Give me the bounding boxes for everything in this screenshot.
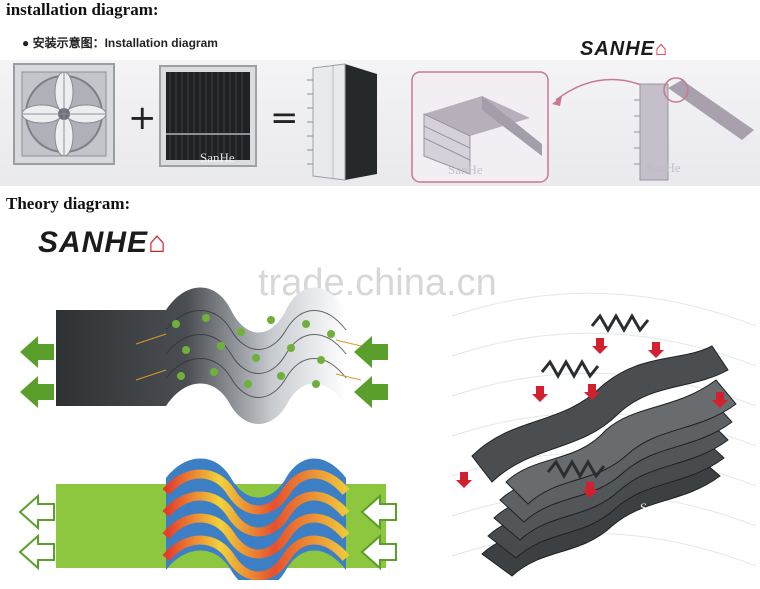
exhaust-fan-illustration [13,63,115,165]
sanhe-watermark-3: SanHe [646,160,681,175]
unit-side-view-illustration [634,77,754,181]
logo-text: SANHE [580,38,656,60]
sanhe-watermark-1: SanHe [200,150,235,165]
airflow-arrows-outline [18,493,397,571]
detail-zoom-box [411,71,549,183]
equals-symbol: = [270,98,299,138]
installation-band [0,60,760,186]
sanhe-watermark-4: SanHe [640,500,675,515]
water-flow-arrows [456,338,728,498]
stacked-pad-sheets-diagram [452,292,756,577]
logo-mark-icon: ⌂ [655,38,669,60]
zoom-pointer-arrow [552,78,645,106]
sanhe-logo-large: SANHE⌂ [38,226,167,260]
cooling-pad-panel-illustration [159,65,257,167]
sanhe-logo-top: SANHE⌂ [580,38,668,61]
assembled-unit-illustration [307,63,377,181]
airflow-arrows-green [20,336,388,408]
plus-symbol: + [128,98,157,138]
installation-subtitle: ● 安装示意图：Installation diagram [22,36,218,50]
sanhe-watermark-2: SanHe [448,162,483,177]
logo-text-large: SANHE [38,226,149,259]
heat-exchange-heatmap-diagram [18,458,397,580]
theory-heading: Theory diagram: [6,194,131,213]
installation-heading: installation diagram: [6,0,159,19]
logo-mark-large-icon: ⌂ [148,226,168,259]
airflow-through-pad-diagram [20,287,388,424]
